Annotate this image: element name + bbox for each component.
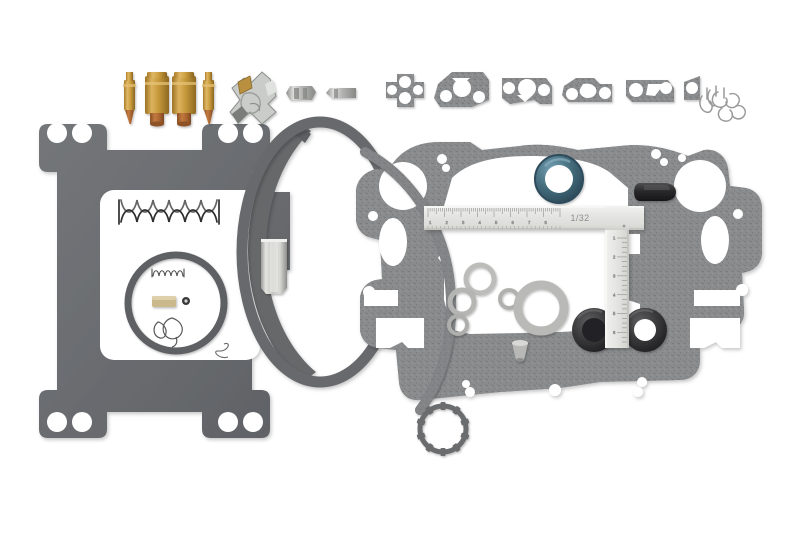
svg-text:6: 6 <box>512 220 515 225</box>
cone-filter-screen <box>512 340 528 362</box>
star-lock-washer <box>416 402 470 456</box>
svg-text:3: 3 <box>462 220 465 225</box>
svg-text:3: 3 <box>613 273 616 278</box>
brass-block-insert <box>152 296 176 307</box>
svg-text:5: 5 <box>495 220 498 225</box>
wire-clip-squiggle <box>215 342 229 359</box>
small-gasket-5 <box>626 80 674 102</box>
fiber-washer-ring <box>463 262 497 296</box>
small-coil-spring <box>151 268 185 278</box>
float-hanger-bracket <box>229 71 277 125</box>
svg-text:2: 2 <box>446 220 449 225</box>
bowl-ring-upper-arc <box>248 122 316 382</box>
steel-clip-b <box>326 88 356 98</box>
tiny-washer <box>182 297 190 305</box>
base-plate-mounting-holes <box>47 123 263 432</box>
svg-text:5: 5 <box>613 311 616 316</box>
svg-text:7: 7 <box>528 220 531 225</box>
svg-text:1: 1 <box>613 236 616 241</box>
svg-text:1: 1 <box>429 220 432 225</box>
scale-horizontal-ticks: 1 2 3 4 5 6 7 8 <box>427 208 561 229</box>
machinist-scale: 1 2 3 4 5 6 7 8 1 2 3 4 5 6 1/32 <box>424 206 644 348</box>
needle-valve-right <box>202 72 215 124</box>
needle-valve-left <box>123 72 136 124</box>
accelerator-pump-cup <box>261 239 287 294</box>
small-gasket-1 <box>386 74 424 107</box>
wire-clip-bundle <box>699 85 747 122</box>
black-rubber-plug <box>634 183 676 201</box>
fiber-washer-small-a <box>447 314 469 336</box>
fiber-washer-medium <box>447 287 477 317</box>
svg-text:2: 2 <box>613 255 616 260</box>
inner-bowl-ring-gasket <box>124 251 228 355</box>
svg-text:4: 4 <box>613 292 616 297</box>
rubber-grommet-open <box>623 308 667 352</box>
bowl-gasket-arc-right <box>360 147 457 415</box>
scale-graduation-label: 1/32 <box>570 213 589 223</box>
fiber-washer-large <box>513 280 569 336</box>
small-gasket-6 <box>684 76 700 100</box>
svg-text:4: 4 <box>479 220 482 225</box>
base-plate-center-opening <box>100 190 260 360</box>
scale-vertical-ticks: 1 2 3 4 5 6 <box>613 235 627 343</box>
blue-shaft-seal <box>534 154 584 204</box>
svg-text:8: 8 <box>545 220 548 225</box>
small-gasket-2 <box>434 72 489 107</box>
small-gasket-3 <box>502 78 552 104</box>
primary-jet-right <box>172 72 196 127</box>
small-gasket-4 <box>562 78 612 102</box>
accelerator-pump-spring <box>118 199 220 225</box>
svg-text:6: 6 <box>613 330 616 335</box>
wire-clip-pair-left <box>153 317 183 348</box>
primary-jet-left <box>145 72 169 127</box>
scale-vertical-arm <box>605 230 629 348</box>
steel-clip-a <box>286 86 316 100</box>
